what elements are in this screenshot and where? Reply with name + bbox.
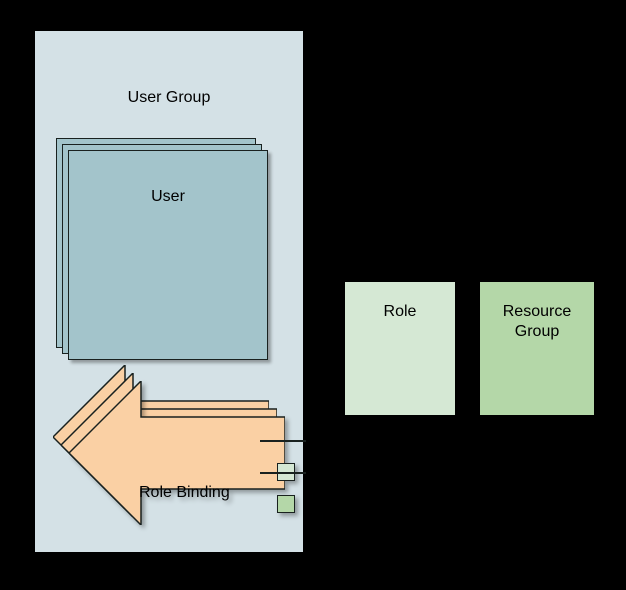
resource-group-port-square[interactable] (277, 495, 295, 513)
resource-group-label-line-2: Group (514, 323, 560, 340)
resource-group-label-line-1: Resource (502, 303, 572, 320)
role-binding-label: Role Binding (139, 484, 230, 501)
left-arrow-icon (69, 381, 285, 525)
connector-role-binding-to-role (260, 440, 306, 442)
role-label: Role (383, 303, 417, 320)
role-box[interactable]: Role (345, 282, 455, 415)
user-card-front[interactable]: User (68, 150, 268, 360)
resource-group-box[interactable]: Resource Group (480, 282, 594, 415)
connector-role-binding-to-resource-group (260, 472, 306, 474)
role-binding-arrow-front[interactable]: Role Binding (69, 381, 295, 525)
user-group-title: User Group (127, 89, 211, 106)
user-group-container[interactable]: User Group User Role Binding (35, 31, 303, 552)
user-label: User (151, 188, 185, 205)
resource-group-label: Resource Group (480, 302, 594, 342)
